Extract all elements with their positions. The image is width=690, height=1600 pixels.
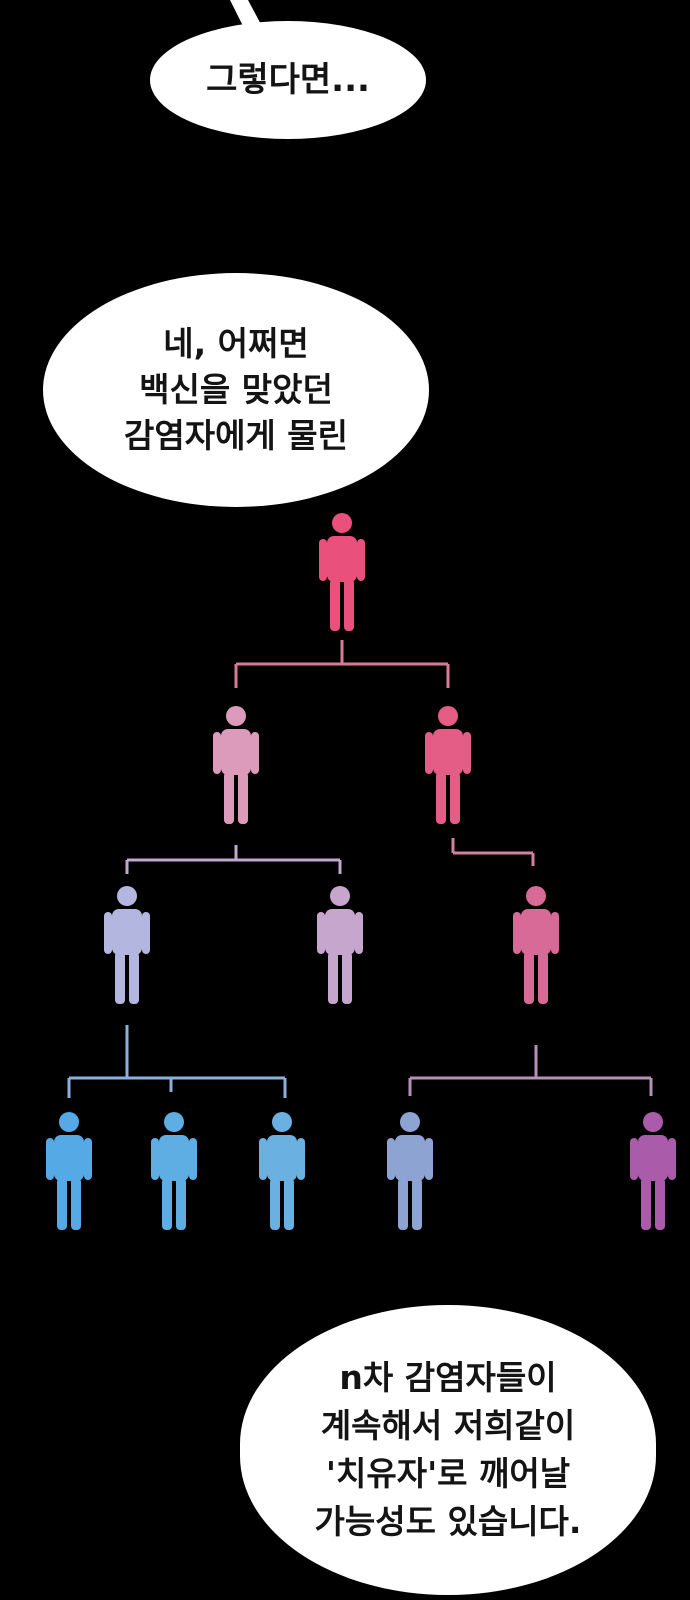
speech-bubble-3: n차 감염자들이 계속해서 저희같이 '치유자'로 깨어날 가능성도 있습니다. bbox=[240, 1305, 656, 1595]
person-icon bbox=[387, 1112, 433, 1230]
person-icon bbox=[104, 886, 150, 1004]
speech-bubble-1: 그렇다면... bbox=[150, 21, 426, 139]
person-icon bbox=[425, 706, 471, 824]
person-icon bbox=[630, 1112, 676, 1230]
speech-bubble-text: 그렇다면... bbox=[206, 60, 370, 100]
person-icon bbox=[319, 513, 365, 631]
person-icon bbox=[259, 1112, 305, 1230]
person-icon bbox=[317, 886, 363, 1004]
speech-bubble-text: 네, 어쩌면 백신을 맞았던 감염자에게 물린 bbox=[123, 324, 348, 455]
connector-lines bbox=[67, 640, 653, 1098]
person-icon bbox=[213, 706, 259, 824]
person-icon bbox=[151, 1112, 197, 1230]
person-icon bbox=[46, 1112, 92, 1230]
person-icon bbox=[513, 886, 559, 1004]
speech-bubble-text: n차 감염자들이 계속해서 저희같이 '치유자'로 깨어날 가능성도 있습니다. bbox=[314, 1358, 582, 1541]
speech-bubble-2: 네, 어쩌면 백신을 맞았던 감염자에게 물린 bbox=[43, 273, 429, 507]
